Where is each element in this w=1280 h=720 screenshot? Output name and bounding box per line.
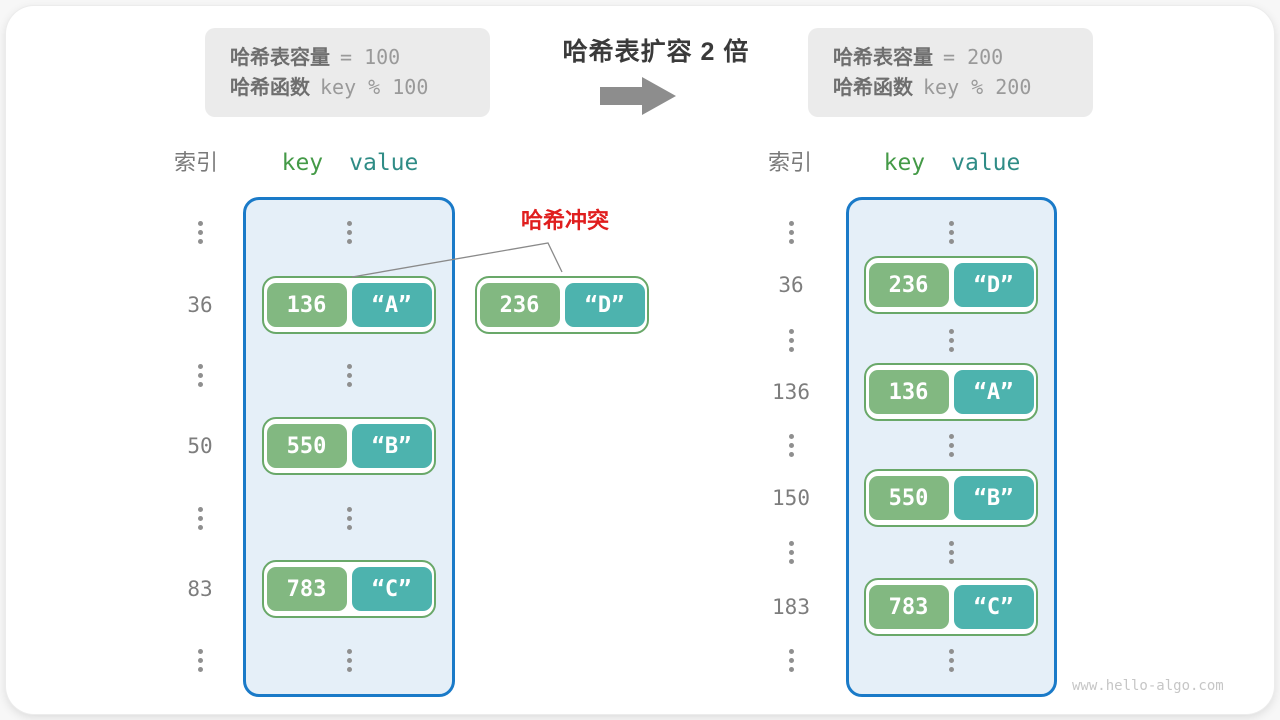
value-cell: “A”: [351, 283, 432, 327]
key-cell: 783: [266, 567, 347, 611]
pair-136-A: 136 “A”: [262, 276, 436, 334]
value-cell: “C”: [351, 567, 432, 611]
index-label: 36: [187, 293, 213, 317]
capacity-label: 哈希表容量: [833, 47, 933, 69]
ellipsis-icon: [781, 434, 801, 457]
ellipsis-icon: [781, 649, 801, 672]
capacity-label: 哈希表容量: [230, 47, 330, 69]
value-cell: “D”: [953, 263, 1034, 307]
index-label: 150: [772, 486, 810, 510]
index-label: 183: [772, 595, 810, 619]
value-cell: “C”: [953, 585, 1034, 629]
key-cell: 236: [868, 263, 949, 307]
ellipsis-icon: [781, 541, 801, 564]
hash-fn-line: 哈希函数 key % 200: [833, 76, 1093, 99]
capacity-line: 哈希表容量 = 200: [833, 46, 1093, 69]
pair-783-C: 783 “C”: [864, 578, 1038, 636]
expand-title: 哈希表扩容 2 倍: [562, 38, 750, 66]
value-header-label: value: [951, 150, 1021, 176]
ellipsis-icon: [190, 507, 210, 530]
index-label: 36: [778, 273, 804, 297]
value-cell: “B”: [351, 424, 432, 468]
info-box-before: 哈希表容量 = 100 哈希函数 key % 100: [205, 28, 490, 117]
value-cell: “A”: [953, 370, 1034, 414]
watermark: www.hello-algo.com: [1072, 678, 1224, 694]
hash-fn-value: key % 200: [923, 75, 1032, 99]
hash-fn-value: key % 100: [320, 75, 429, 99]
value-cell: “B”: [953, 476, 1034, 520]
ellipsis-icon: [190, 221, 210, 244]
ellipsis-icon: [339, 649, 359, 672]
key-cell: 550: [868, 476, 949, 520]
ellipsis-icon: [941, 221, 961, 244]
pair-136-A: 136 “A”: [864, 363, 1038, 421]
hash-fn-line: 哈希函数 key % 100: [230, 76, 490, 99]
pair-236-D: 236 “D”: [864, 256, 1038, 314]
key-cell: 550: [266, 424, 347, 468]
key-header-label: key: [883, 150, 926, 176]
ellipsis-icon: [190, 364, 210, 387]
key-cell: 136: [868, 370, 949, 414]
collision-pair-236-D: 236 “D”: [475, 276, 649, 334]
capacity-value: = 100: [340, 45, 401, 69]
ellipsis-icon: [190, 649, 210, 672]
index-label: 136: [772, 380, 810, 404]
key-cell: 236: [479, 283, 560, 327]
value-header-label: value: [349, 150, 419, 176]
right-index-header: 索引: [767, 150, 812, 175]
hash-fn-label: 哈希函数: [833, 77, 913, 99]
key-cell: 136: [266, 283, 347, 327]
ellipsis-icon: [941, 329, 961, 352]
pair-783-C: 783 “C”: [262, 560, 436, 618]
key-cell: 783: [868, 585, 949, 629]
value-cell: “D”: [564, 283, 645, 327]
capacity-line: 哈希表容量 = 100: [230, 46, 490, 69]
ellipsis-icon: [941, 434, 961, 457]
pair-550-B: 550 “B”: [864, 469, 1038, 527]
left-kv-header: key value: [260, 150, 440, 176]
right-kv-header: key value: [862, 150, 1042, 176]
diagram-card: [6, 6, 1274, 714]
index-label: 83: [187, 577, 213, 601]
ellipsis-icon: [781, 221, 801, 244]
ellipsis-icon: [339, 364, 359, 387]
ellipsis-icon: [781, 329, 801, 352]
ellipsis-icon: [339, 507, 359, 530]
info-box-after: 哈希表容量 = 200 哈希函数 key % 200: [808, 28, 1093, 117]
key-header-label: key: [281, 150, 324, 176]
index-label: 50: [187, 434, 213, 458]
ellipsis-icon: [941, 649, 961, 672]
ellipsis-icon: [941, 541, 961, 564]
pair-550-B: 550 “B”: [262, 417, 436, 475]
hash-fn-label: 哈希函数: [230, 77, 310, 99]
collision-label: 哈希冲突: [520, 208, 609, 233]
ellipsis-icon: [339, 221, 359, 244]
capacity-value: = 200: [943, 45, 1004, 69]
left-index-header: 索引: [173, 150, 218, 175]
